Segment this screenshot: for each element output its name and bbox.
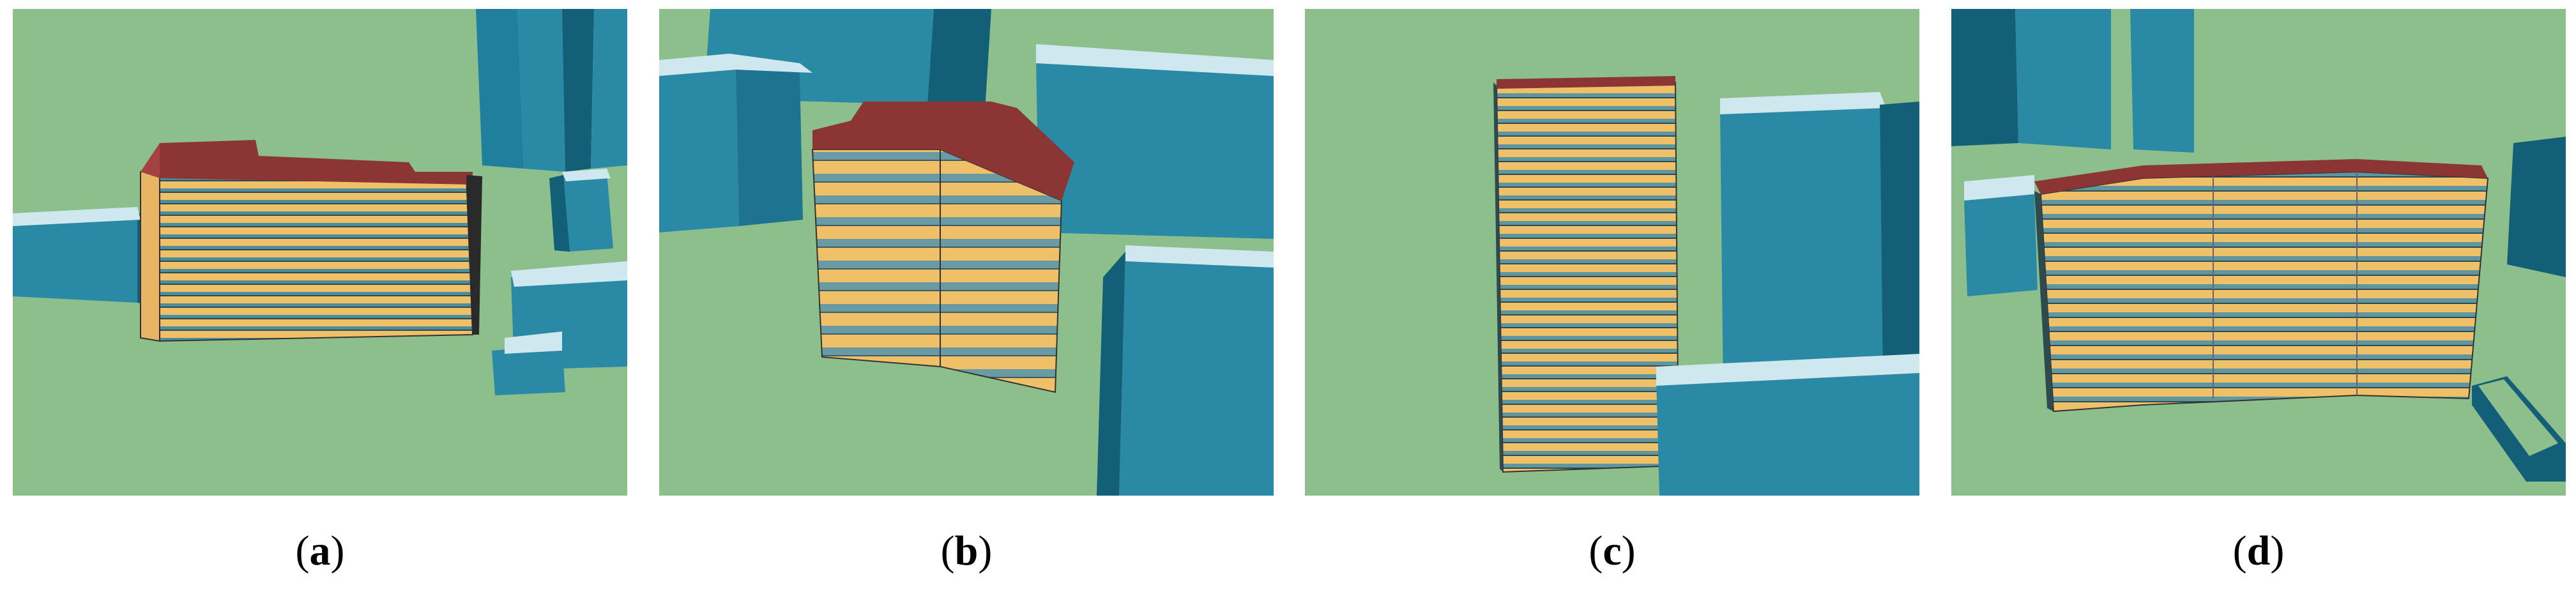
panel-d — [1951, 9, 2566, 496]
caption-b: (b) — [940, 528, 993, 574]
panel-b — [659, 9, 1274, 496]
caption-d: (d) — [2232, 528, 2285, 574]
panel-c — [1305, 9, 1919, 496]
building-scene-d-icon — [1951, 9, 2566, 482]
caption-a: (a) — [295, 528, 345, 574]
panel-a — [13, 9, 627, 496]
building-scene-c-icon — [1493, 76, 1919, 496]
caption-c: (c) — [1589, 528, 1636, 574]
building-scene-b-icon — [659, 9, 1274, 496]
building-scene-a-icon — [13, 9, 627, 395]
